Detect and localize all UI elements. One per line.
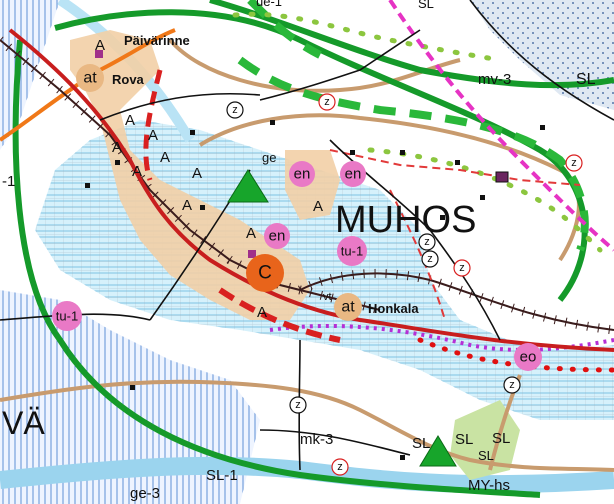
planned-road	[329, 149, 581, 186]
village-name: Honkala	[368, 301, 419, 316]
purple-route	[269, 323, 614, 352]
marker-en-1[interactable]: en	[289, 161, 315, 187]
railway	[0, 39, 381, 311]
zone-letter-a: A	[95, 37, 105, 54]
service-triangle-south-icon[interactable]	[419, 435, 457, 467]
zone-code: SL	[418, 0, 434, 11]
zone-code: ue-1	[256, 0, 282, 9]
green-corridor-east	[367, 147, 603, 253]
road-number-z: z	[418, 233, 436, 251]
road-symbol: z	[295, 399, 301, 411]
water-number-z: z	[318, 93, 336, 111]
zone-code: SL	[492, 430, 510, 447]
road-number-z: z	[289, 396, 307, 414]
water-number-z: z	[331, 458, 349, 476]
water-symbol: z	[324, 96, 330, 108]
water-number-z: z	[453, 259, 471, 277]
zone-letter-a: A	[257, 304, 267, 321]
zone-code: SL	[455, 431, 473, 448]
marker-label: tu-1	[341, 244, 363, 259]
zone-code: mv-3	[478, 71, 511, 88]
marker-label: en	[294, 166, 311, 183]
zone-letter-a: A	[192, 165, 202, 182]
village-name: Päivärinne	[124, 33, 190, 48]
plan-boundary-north	[209, 0, 614, 89]
marker-label: at	[341, 299, 355, 316]
zone-letter-a: A	[246, 225, 256, 242]
marker-label: C	[258, 263, 272, 284]
village-name: Rova	[112, 72, 145, 87]
zone-code: SL	[412, 435, 430, 452]
local-road-6	[259, 429, 411, 456]
road-number-z: z	[503, 376, 521, 394]
town-name: MUHOS	[335, 199, 476, 241]
edge-place-name: VÄ	[2, 405, 45, 441]
zone-letter-a: A	[313, 198, 323, 215]
local-road-8	[469, 0, 614, 121]
zone-letter-a: A	[182, 197, 192, 214]
marker-at-honkala[interactable]: at	[334, 293, 362, 321]
purple-square-icon	[95, 50, 103, 58]
road-symbol: z	[424, 236, 430, 248]
zone-code: SL	[478, 448, 494, 463]
zone-letter-a: A	[125, 112, 135, 129]
planned-road-south	[389, 189, 446, 321]
local-road-5	[0, 313, 151, 321]
marker-tu1-b[interactable]: tu-1	[52, 301, 82, 331]
service-triangle-icon[interactable]	[227, 169, 269, 203]
marker-tu1-a[interactable]: tu-1	[337, 236, 367, 266]
station-icon	[495, 171, 509, 183]
road-symbol: z	[427, 253, 433, 265]
zone-letter-a: A	[112, 139, 122, 156]
marker-label: eo	[520, 349, 537, 366]
highway	[8, 28, 614, 352]
marker-en-3[interactable]: en	[264, 223, 290, 249]
water-number-z: z	[565, 154, 583, 172]
road-number-z: z	[226, 101, 244, 119]
road-number-z: z	[421, 250, 439, 268]
purple-square-icon	[248, 250, 256, 258]
marker-at-rova[interactable]: at	[76, 64, 104, 92]
zone-code: ge	[262, 150, 276, 165]
red-dashed-south	[218, 287, 341, 343]
protection-boundary-north	[247, 0, 322, 59]
zone-code: SL-1	[206, 467, 238, 484]
building-markers	[85, 120, 545, 460]
marker-label: en	[269, 228, 286, 245]
zone-letter-a: A	[132, 163, 142, 180]
zone-code: vt	[323, 291, 332, 303]
zone-code: mk-3	[300, 431, 333, 448]
zone-code: -1	[2, 173, 15, 190]
plan-boundary	[12, 9, 588, 498]
marker-label: en	[345, 166, 362, 183]
magenta-boundary	[388, 0, 614, 252]
local-road-2	[99, 92, 261, 121]
water-symbol: z	[459, 262, 465, 274]
marker-eo[interactable]: eo	[514, 343, 542, 371]
red-dashed-link	[143, 69, 163, 181]
marker-label: tu-1	[56, 309, 78, 324]
residential-area	[70, 30, 310, 320]
zone-letter-a: A	[148, 127, 158, 144]
local-road-4	[259, 29, 421, 101]
marker-center[interactable]: C	[246, 254, 284, 292]
zone-code: MY-hs	[468, 477, 510, 494]
railway-east-ties	[297, 268, 614, 335]
zone-code: SL	[576, 71, 596, 88]
ring-road-south	[0, 379, 614, 472]
zone-code: ge-3	[130, 485, 160, 502]
marker-label: at	[83, 70, 97, 87]
water-symbol: z	[337, 461, 343, 473]
green-corridor	[232, 11, 503, 63]
water-symbol: z	[571, 157, 577, 169]
marker-en-2[interactable]: en	[340, 161, 366, 187]
road-symbol: z	[509, 379, 515, 391]
road-symbol: z	[232, 104, 238, 116]
zone-letter-a: A	[160, 149, 170, 166]
